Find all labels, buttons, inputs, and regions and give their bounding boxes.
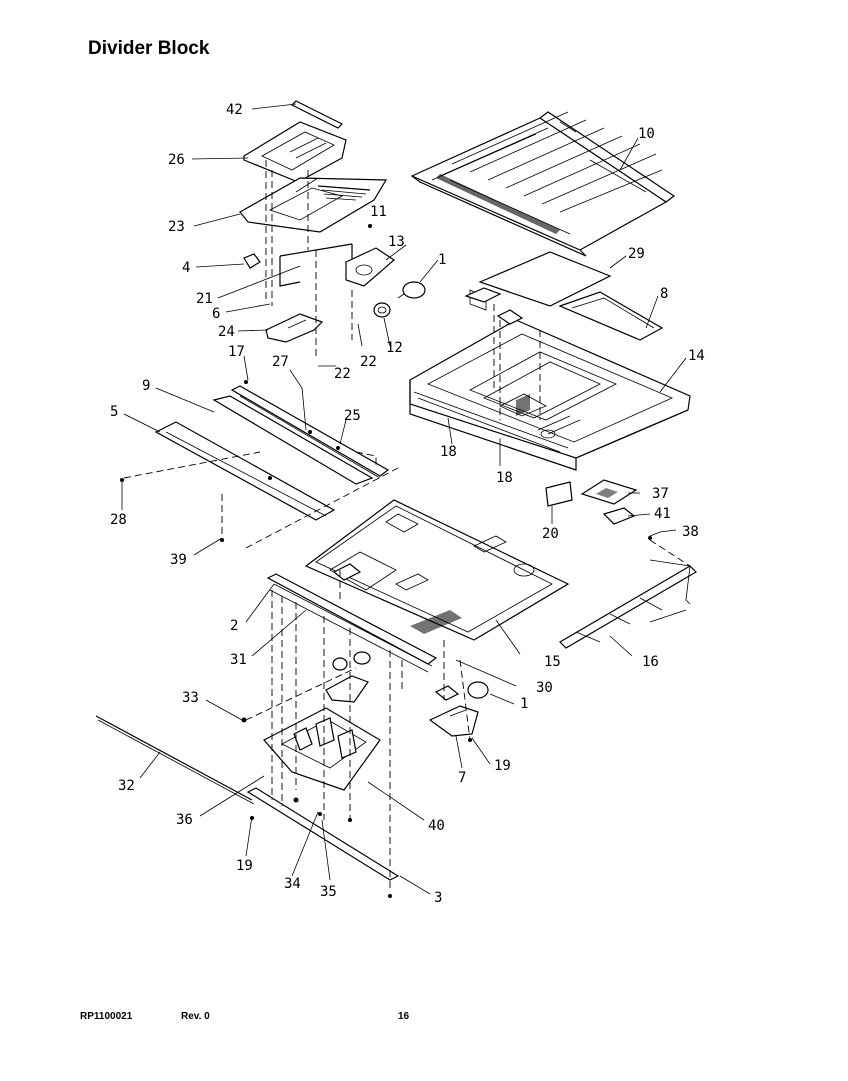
assembly-lines (123, 160, 691, 892)
part-24-bracket (265, 313, 324, 343)
part-25-trim (230, 385, 390, 479)
callout-34: 34 (284, 876, 301, 892)
part-1-bulb-upper (397, 281, 426, 299)
callout-16: 16 (642, 654, 659, 670)
part-3-rail (246, 787, 400, 881)
part-17-screw (244, 380, 248, 384)
callout-5: 5 (110, 404, 118, 420)
callout-11: 11 (370, 204, 387, 220)
part-8-rail (558, 291, 664, 341)
part-13-socket (345, 247, 395, 287)
part-9-trim (212, 395, 374, 485)
callout-32: 32 (118, 778, 135, 794)
callout-4: 4 (182, 260, 190, 276)
callout-9: 9 (142, 378, 150, 394)
callout-41: 41 (654, 506, 671, 522)
part-23-housing (239, 177, 388, 233)
callout-15: 15 (544, 654, 561, 670)
part-2-rail (266, 573, 438, 667)
leader-lines (121, 103, 687, 895)
callout-19-right: 19 (494, 758, 511, 774)
callout-27: 27 (272, 354, 289, 370)
callout-6: 6 (212, 306, 220, 322)
callout-25: 25 (344, 408, 361, 424)
part-4-clip (243, 253, 261, 269)
callout-18-left: 18 (440, 444, 457, 460)
callout-33: 33 (182, 690, 199, 706)
part-26-cover (243, 121, 347, 183)
callout-37: 37 (652, 486, 669, 502)
callout-39: 39 (170, 552, 187, 568)
part-37-pad (580, 479, 638, 505)
callout-22-right: 22 (360, 354, 377, 370)
callout-35: 35 (320, 884, 337, 900)
part-10-shelf (410, 111, 676, 257)
part-41-clip (602, 507, 636, 525)
callout-38: 38 (682, 524, 699, 540)
part-30-socket (434, 685, 460, 701)
page-title: Divider Block (88, 38, 210, 59)
callout-26: 26 (168, 152, 185, 168)
callout-3: 3 (434, 890, 442, 906)
callout-42: 42 (226, 102, 243, 118)
callout-13: 13 (388, 234, 405, 250)
callout-labels: 42 26 23 4 21 6 24 22 22 11 13 1 12 10 2… (110, 102, 705, 906)
part-32-wire (95, 715, 255, 805)
footer-page-number: 16 (398, 1011, 410, 1022)
footer-revision: Rev. 0 (181, 1011, 210, 1022)
callout-24: 24 (218, 324, 235, 340)
callout-1-upper: 1 (438, 252, 446, 268)
callout-28: 28 (110, 512, 127, 528)
callout-23: 23 (168, 219, 185, 235)
part-15-frame (304, 499, 570, 641)
callout-1-lower: 1 (520, 696, 528, 712)
part-1-bulb-lower (467, 681, 489, 699)
part-11-screw (368, 224, 372, 228)
callout-8: 8 (660, 286, 668, 302)
part-42-strip (290, 100, 344, 129)
callout-14: 14 (688, 348, 705, 364)
part-29-liner (478, 251, 612, 307)
part-12-holder (373, 302, 391, 318)
callout-12: 12 (386, 340, 403, 356)
callout-31: 31 (230, 652, 247, 668)
callout-22-left: 22 (334, 366, 351, 382)
callout-40: 40 (428, 818, 445, 834)
callout-21: 21 (196, 291, 213, 307)
footer-part-code: RP1100021 (80, 1011, 133, 1022)
part-20-block (545, 481, 573, 507)
callout-29: 29 (628, 246, 645, 262)
part-16-harness (559, 559, 697, 649)
part-7-housing (428, 705, 479, 737)
callout-2: 2 (230, 618, 238, 634)
callout-7: 7 (458, 770, 466, 786)
callout-36: 36 (176, 812, 193, 828)
part-5-panel (154, 421, 336, 521)
screws (120, 478, 652, 898)
callout-18-right: 18 (496, 470, 513, 486)
part-14-divider-box (409, 287, 691, 471)
callout-19-left: 19 (236, 858, 253, 874)
callout-10: 10 (638, 126, 655, 142)
callout-20: 20 (542, 526, 559, 542)
callout-17: 17 (228, 344, 245, 360)
callout-30: 30 (536, 680, 553, 696)
part-40-control (263, 651, 381, 791)
